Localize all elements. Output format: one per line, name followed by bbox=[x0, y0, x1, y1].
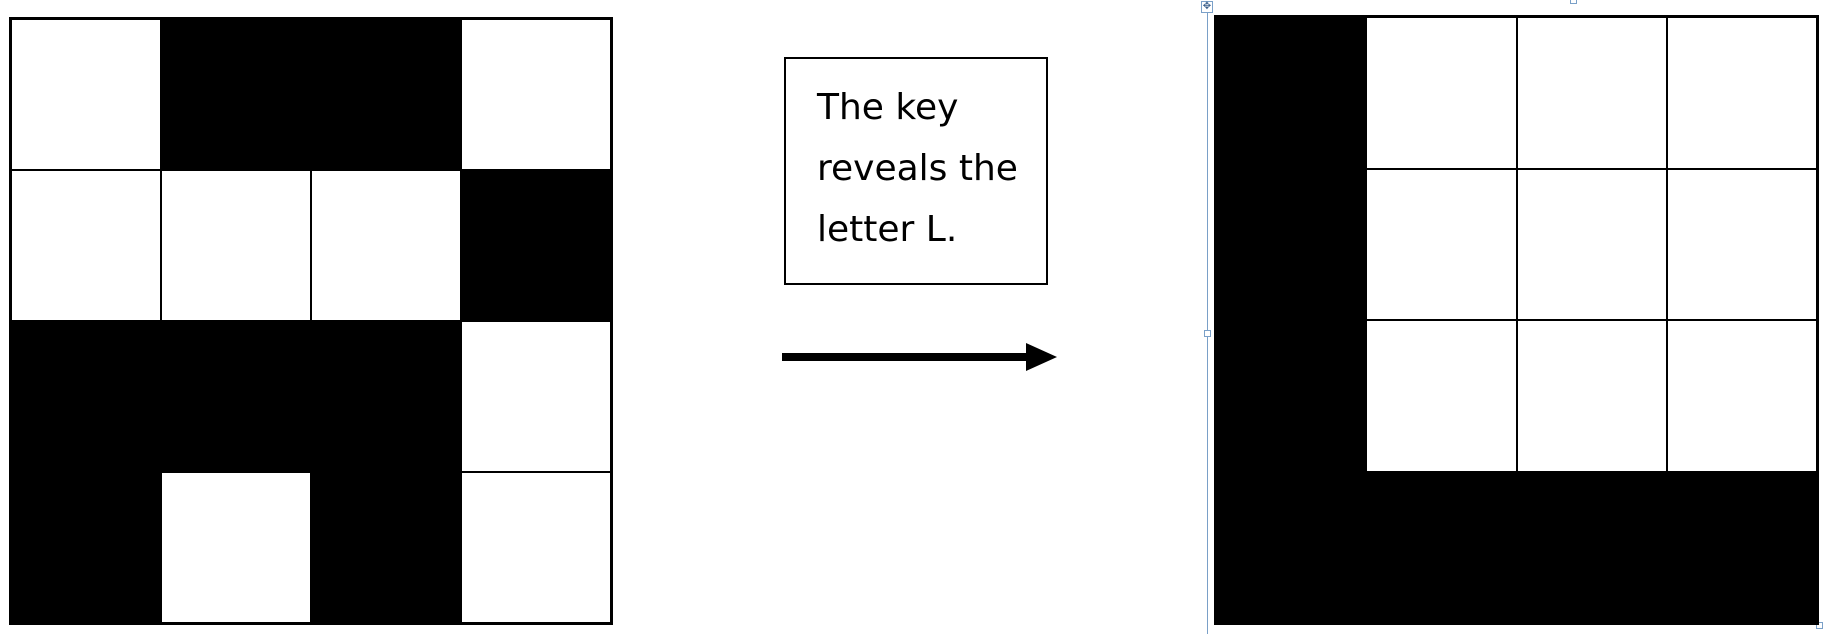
selection-guide-line bbox=[1207, 6, 1208, 634]
right-arrow-icon bbox=[782, 343, 1057, 371]
output-grid-cell-r3-c1 bbox=[1216, 320, 1367, 472]
output-grid-cell-r2-c3 bbox=[1516, 168, 1667, 320]
output-grid-cell-r4-c1 bbox=[1216, 471, 1367, 623]
output-grid-cell-r3-c3 bbox=[1516, 320, 1667, 472]
output-grid-cell-r4-c3 bbox=[1516, 471, 1667, 623]
input-grid-cell-r3-c3 bbox=[311, 321, 461, 472]
input-grid-cell-r2-c2 bbox=[161, 170, 311, 321]
input-grid-cell-r3-c2 bbox=[161, 321, 311, 472]
output-grid-cell-r2-c2 bbox=[1366, 168, 1517, 320]
resize-handle-corner[interactable] bbox=[1816, 622, 1823, 629]
output-grid-cell-r3-c2 bbox=[1366, 320, 1517, 472]
output-grid-cell-r1-c1 bbox=[1216, 17, 1367, 169]
input-grid-cell-r1-c1 bbox=[11, 19, 161, 170]
input-grid-cell-r4-c4 bbox=[461, 472, 611, 623]
input-grid-cell-r3-c4 bbox=[461, 321, 611, 472]
output-grid-cell-r2-c1 bbox=[1216, 168, 1367, 320]
output-grid bbox=[1214, 15, 1819, 625]
caption-text: The key reveals the letter L. bbox=[817, 87, 1018, 250]
input-grid bbox=[9, 17, 613, 625]
output-grid-cell-r2-c4 bbox=[1666, 168, 1817, 320]
input-grid-cell-r2-c3 bbox=[311, 170, 461, 321]
caption-box: The key reveals the letter L. bbox=[784, 57, 1048, 285]
output-grid-cell-r4-c4 bbox=[1666, 471, 1817, 623]
output-grid-cell-r1-c4 bbox=[1666, 17, 1817, 169]
output-grid-cell-r3-c4 bbox=[1666, 320, 1817, 472]
output-grid-cell-r4-c2 bbox=[1366, 471, 1517, 623]
move-handle-icon[interactable]: ✥ bbox=[1201, 1, 1213, 13]
resize-handle-top[interactable] bbox=[1570, 0, 1577, 4]
input-grid-cell-r1-c4 bbox=[461, 19, 611, 170]
input-grid-cell-r2-c4 bbox=[461, 170, 611, 321]
input-grid-cell-r2-c1 bbox=[11, 170, 161, 321]
input-grid-cell-r1-c2 bbox=[161, 19, 311, 170]
input-grid-cell-r4-c2 bbox=[161, 472, 311, 623]
input-grid-cell-r3-c1 bbox=[11, 321, 161, 472]
input-grid-cell-r1-c3 bbox=[311, 19, 461, 170]
output-grid-cell-r1-c3 bbox=[1516, 17, 1667, 169]
input-grid-cell-r4-c1 bbox=[11, 472, 161, 623]
resize-handle-left[interactable] bbox=[1204, 330, 1211, 337]
output-grid-cell-r1-c2 bbox=[1366, 17, 1517, 169]
input-grid-cell-r4-c3 bbox=[311, 472, 461, 623]
